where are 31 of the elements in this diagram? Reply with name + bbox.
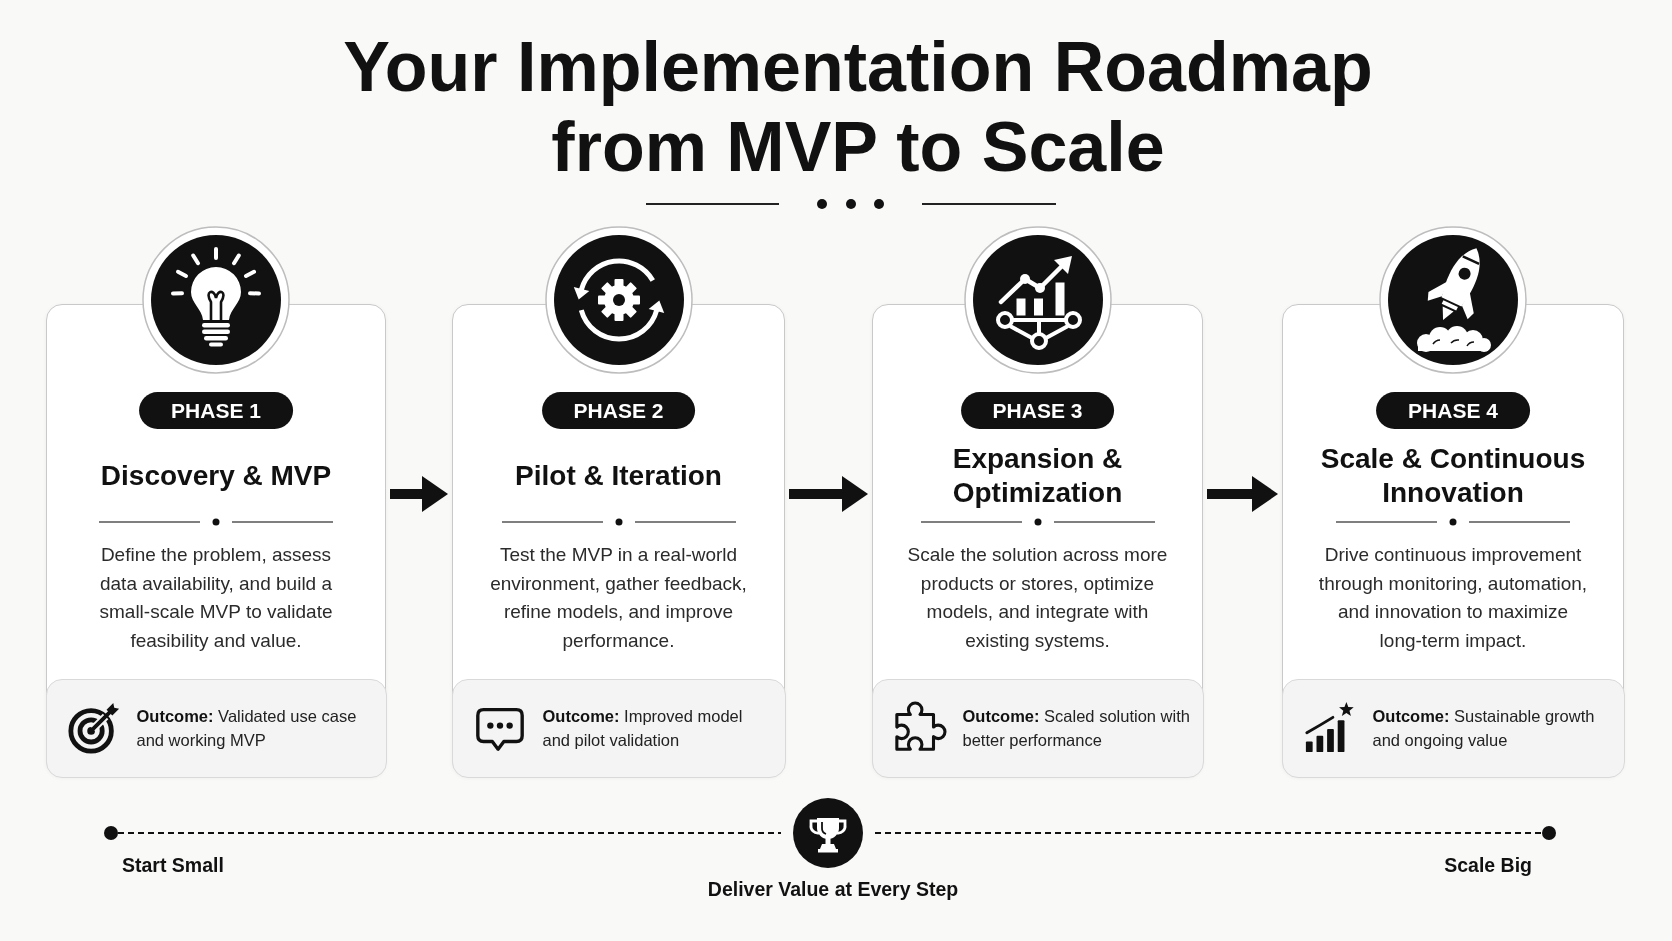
outcome-text: Outcome: Sustainable growth and ongoing value (1372, 706, 1596, 751)
timeline-dot (104, 826, 118, 840)
diagram-title: Your Implementation Roadmap from MVP to Scale (342, 27, 1374, 187)
dashed-line (875, 831, 1542, 835)
dashed-line (118, 831, 781, 835)
phase-pill: PHASE 2 (541, 392, 696, 429)
outcome-text: Outcome: Validated use case and working MVP (136, 706, 358, 751)
timeline-dot (1542, 826, 1556, 840)
phase-pill: PHASE 3 (960, 392, 1115, 429)
phase-description: Drive continuous improvement through monitoring, automation, and innovation to maximize long-term impact. (1317, 543, 1589, 653)
phase-title: Pilot & Iteration (515, 459, 722, 493)
phase-title: Scale & Continuous Innovation (1319, 442, 1587, 510)
phase-description: Test the MVP in a real-world environment, gather feedback, refine models, and improve performance. (489, 543, 748, 653)
phase-pill: PHASE 4 (1376, 392, 1530, 429)
outcome-panel (45, 678, 387, 778)
timeline-label: Scale Big (1444, 853, 1532, 877)
arrow (390, 476, 448, 512)
outcome-panel (1281, 678, 1625, 778)
timeline-label: Deliver Value at Every Step (707, 877, 959, 901)
phase-description: Define the problem, assess data availability, and build a small-scale MVP to validate feasibility and value. (98, 543, 334, 653)
phase-title: Expansion & Optimization (951, 442, 1124, 510)
phase-title: Discovery & MVP (100, 459, 332, 493)
outcome-panel (451, 678, 786, 778)
arrow (1207, 476, 1278, 512)
outcome-text: Outcome: Improved model and pilot validation (542, 706, 744, 751)
outcome-panel (871, 678, 1204, 778)
timeline-label: Start Small (122, 853, 224, 877)
phase-pill: PHASE 1 (139, 392, 293, 429)
arrow (789, 476, 868, 512)
outcome-text: Outcome: Scaled solution with better performance (962, 706, 1191, 751)
phase-description: Scale the solution across more products or stores, optimize models, and integrate with existing systems. (906, 543, 1169, 653)
